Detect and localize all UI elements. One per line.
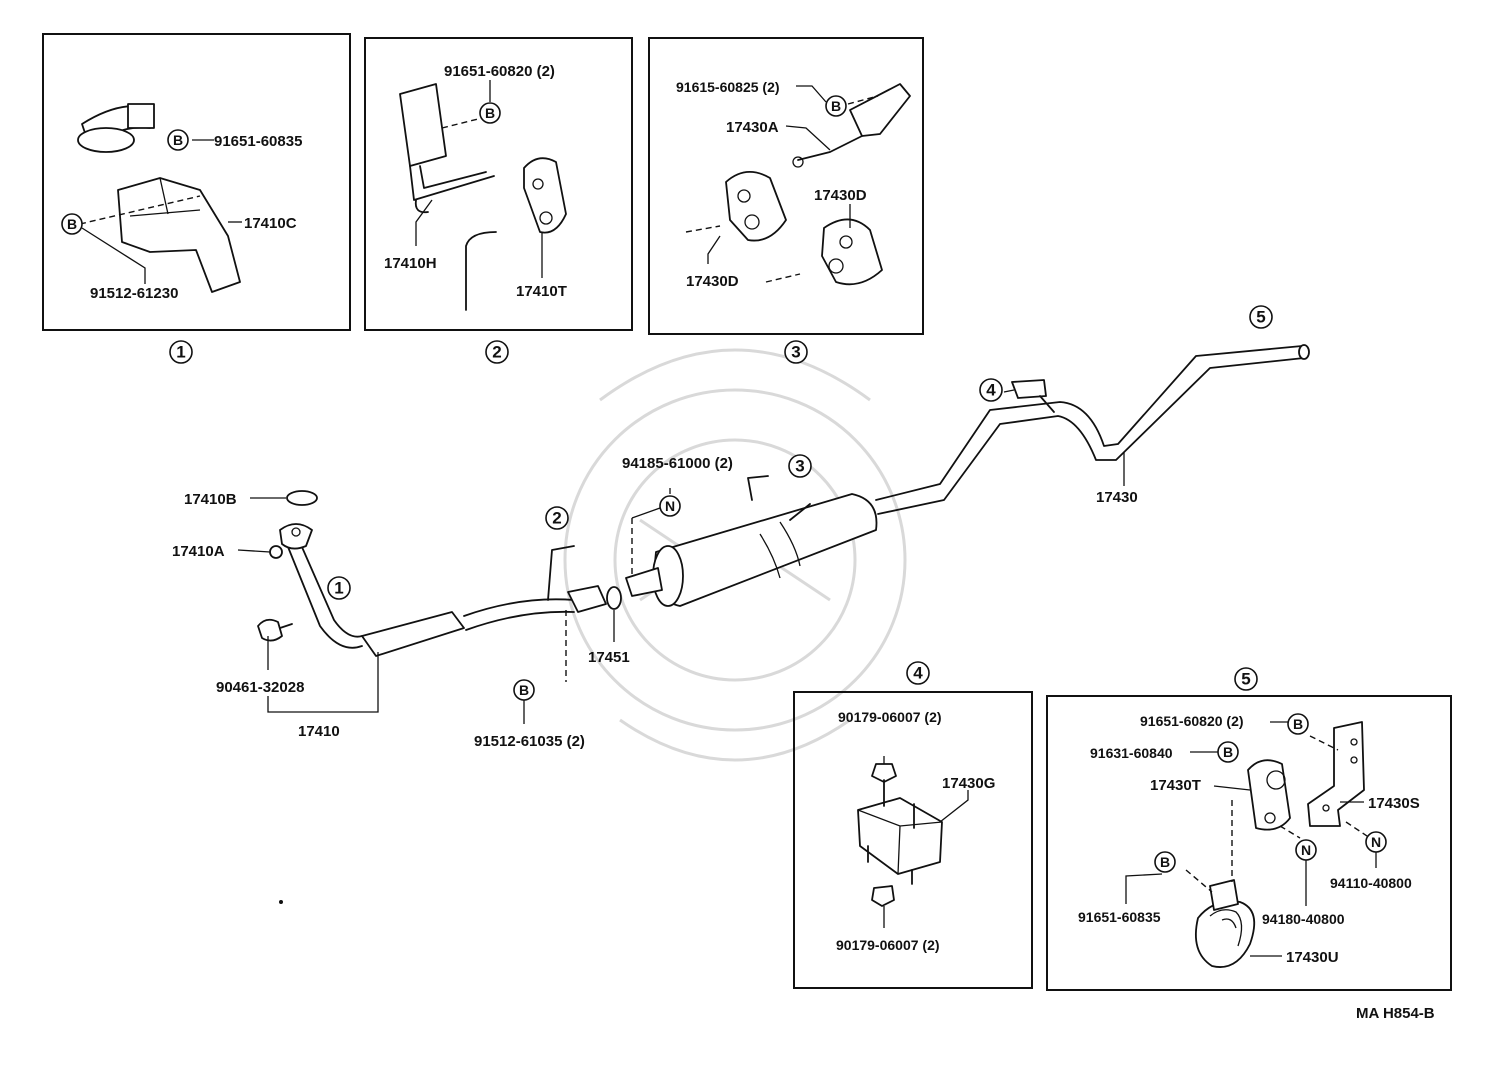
part-label: 17430G <box>942 775 995 792</box>
svg-text:N: N <box>1371 834 1381 850</box>
nut-symbol: N <box>1365 831 1387 853</box>
bolt-symbol: B <box>513 679 535 701</box>
detail-box-4 <box>793 691 1033 989</box>
svg-text:B: B <box>831 98 841 114</box>
svg-text:B: B <box>1293 716 1303 732</box>
part-label: 90179-06007 (2) <box>838 709 942 725</box>
detail-box-5 <box>1046 695 1452 991</box>
svg-text:N: N <box>665 498 675 514</box>
detail-box-3 <box>648 37 924 335</box>
svg-text:2: 2 <box>552 509 561 528</box>
part-label: 17410B <box>184 491 237 508</box>
bolt-symbol: B <box>1217 741 1239 763</box>
callout-5: 5 <box>1249 305 1273 329</box>
part-label: 91651-60835 <box>214 133 302 150</box>
part-label: 17430U <box>1286 949 1339 966</box>
svg-text:2: 2 <box>492 343 501 362</box>
part-label: 91512-61035 (2) <box>474 733 585 750</box>
part-label: 17430S <box>1368 795 1420 812</box>
bolt-symbol: B <box>479 102 501 124</box>
part-label: 17430T <box>1150 777 1201 794</box>
svg-text:1: 1 <box>334 579 343 598</box>
detail-box-1 <box>42 33 351 331</box>
callout-4: 4 <box>979 378 1003 402</box>
callout-3: 3 <box>788 454 812 478</box>
callout-2: 2 <box>485 340 509 364</box>
svg-text:B: B <box>519 682 529 698</box>
bolt-symbol: B <box>1287 713 1309 735</box>
detail-box-2 <box>364 37 633 331</box>
part-label: 17451 <box>588 649 630 666</box>
bolt-symbol: B <box>61 213 83 235</box>
callout-1: 1 <box>169 340 193 364</box>
exhaust-system <box>237 344 1310 724</box>
nut-symbol: N <box>659 495 681 517</box>
callout-4: 4 <box>906 661 930 685</box>
part-label: 17430D <box>814 187 867 204</box>
part-label: 94180-40800 <box>1262 911 1345 927</box>
svg-text:5: 5 <box>1241 670 1250 689</box>
part-label: 91651-60820 (2) <box>1140 713 1244 729</box>
part-label: 17410 <box>298 723 340 740</box>
svg-text:4: 4 <box>913 664 923 683</box>
diagram-code: MA H854-B <box>1356 1005 1435 1022</box>
speck <box>279 900 283 904</box>
svg-text:B: B <box>1223 744 1233 760</box>
svg-text:B: B <box>1160 854 1170 870</box>
svg-text:1: 1 <box>176 343 185 362</box>
part-label: 17410A <box>172 543 225 560</box>
part-label: 91512-61230 <box>90 285 178 302</box>
part-label: 91615-60825 (2) <box>676 79 780 95</box>
part-label: 94110-40800 <box>1330 875 1412 891</box>
svg-text:4: 4 <box>986 381 996 400</box>
bolt-symbol: B <box>1154 851 1176 873</box>
part-label: 91651-60820 (2) <box>444 63 555 80</box>
part-label: 90461-32028 <box>216 679 304 696</box>
callout-1: 1 <box>327 576 351 600</box>
nut-symbol: N <box>1295 839 1317 861</box>
bolt-symbol: B <box>825 95 847 117</box>
part-label: 17430A <box>726 119 779 136</box>
callout-3: 3 <box>784 340 808 364</box>
part-label: 94185-61000 (2) <box>622 455 733 472</box>
svg-text:B: B <box>173 132 183 148</box>
callout-5: 5 <box>1234 667 1258 691</box>
svg-text:B: B <box>67 216 77 232</box>
svg-text:N: N <box>1301 842 1311 858</box>
part-label: 90179-06007 (2) <box>836 937 940 953</box>
watermark <box>563 348 907 762</box>
part-label: 17410C <box>244 215 297 232</box>
svg-text:3: 3 <box>791 343 800 362</box>
svg-text:5: 5 <box>1256 308 1265 327</box>
svg-text:3: 3 <box>795 457 804 476</box>
part-label: 17430 <box>1096 489 1138 506</box>
part-label: 17430D <box>686 273 739 290</box>
callout-2: 2 <box>545 506 569 530</box>
bolt-symbol: B <box>167 129 189 151</box>
svg-text:B: B <box>485 105 495 121</box>
part-label: 91631-60840 <box>1090 745 1173 761</box>
part-label: 91651-60835 <box>1078 909 1161 925</box>
part-label: 17410T <box>516 283 567 300</box>
part-label: 17410H <box>384 255 437 272</box>
